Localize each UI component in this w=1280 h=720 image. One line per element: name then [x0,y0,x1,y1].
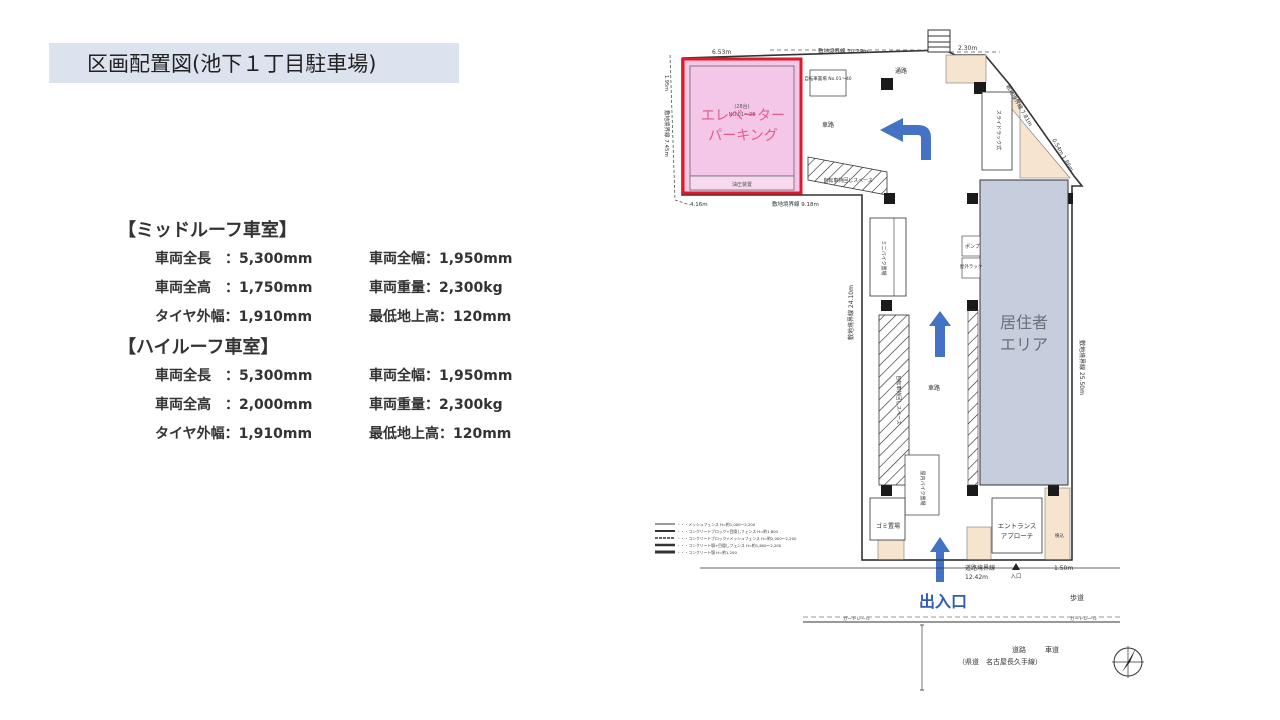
legend-item: ・・・コンクリートブロック+メッシュフェンス H=約2,000～2,200 [677,536,797,541]
indoor-rack-label: 屋外ラック [960,263,983,270]
road-boundary-label: 道路境界線 [965,564,995,572]
spec-value: 車両全高 ：2,000mm [155,397,313,413]
bicycle-space-top [807,156,888,196]
spec-value: 車両全長 ：5,300mm [155,251,313,267]
spec-value: 車両全高 ：1,750mm [155,280,313,296]
entrance-label: エントランス [998,522,1037,530]
garbage-label: ゴミ置場 [876,522,900,530]
spec-value: 車両重量：2,300kg [369,280,503,296]
spec-row: 車両全長 ：5,300mm 車両全幅：1,950mm [118,248,578,277]
spec-value: 車両全幅：1,950mm [369,251,513,267]
dim-918: 敷地境界線 9.18m [772,200,819,208]
resident-area-label: 居住者 [1000,313,1048,332]
spec-value: 最低地上高：120mm [369,426,512,442]
entrance-mark-label: 入口 [1010,573,1021,580]
spec-value: 車両全幅：1,950mm [369,368,513,384]
elevator-parking-label: エレベーター [701,108,785,124]
dim-2550: 敷地境界線 25.50m [1078,340,1086,395]
vehicle-specs: 【ミッドルーフ車室】 車両全長 ：5,300mm 車両全幅：1,950mm 車両… [118,218,578,452]
spec-value: タイヤ外幅：1,910mm [155,309,313,325]
entrance-exit-label: 出入口 [919,592,967,611]
spec-value: 最低地上高：120mm [369,309,512,325]
mid-roof-heading: 【ミッドルーフ車室】 [118,220,297,241]
site-plan: (28台) NO.01～28 油圧装置 エレベーター パーキング 自転車持回しス… [655,29,1144,691]
arrow-icon [929,311,951,582]
legend-item: ・・・メッシュフェンス H=約1,000～2,200 [677,522,756,527]
resident-area-label-2: エリア [1000,335,1048,354]
planting-bottom [966,526,992,561]
dim-230: 2.30m [958,45,977,52]
spec-row: 車両全高 ：2,000mm 車両重量：2,300kg [118,394,578,423]
guardrail-left-label: ガードレール [843,615,870,622]
high-roof-heading: 【ハイルーフ車室】 [118,337,279,358]
spec-row: タイヤ外幅：1,910mm 最低地上高：120mm [118,306,578,335]
planting-top [945,54,987,84]
sidewalk-label: 歩道 [1070,593,1084,602]
elevator-small-1: (28台) [734,103,749,110]
bike-space-label: 自転車持回しスペース [823,177,872,184]
pump-label: ポンプ [965,243,980,250]
legend: ・・・メッシュフェンス H=約1,000～2,200 ・・・コンクリートブロック… [655,522,797,555]
spec-row: 車両全長 ：5,300mm 車両全幅：1,950mm [118,365,578,394]
legend-item: ・・・コンクリートブロック+目隠しフェンス H=約1,800 [677,529,779,534]
prefectural-road-label: （県道 名古屋長久手線） [958,657,1042,666]
planting-bottom-right [1044,487,1071,561]
stairs-icon [927,29,951,53]
spec-value: 車両全長 ：5,300mm [155,368,313,384]
dim-150: 1.50m [1054,565,1073,572]
resident-area [979,179,1069,486]
elevator-small-2: NO.01～28 [729,112,756,118]
title-box: 区画配置図(池下１丁目駐車場) [49,43,459,83]
road-label: 道路 [1012,645,1026,654]
dim-2410: 敷地境界線 24.10m [847,285,855,340]
indoor-bike-label: 屋内バイク置場 [919,471,926,506]
dim-1029: 敷地境界線 10.29m [818,47,868,55]
roadway-bottom-label: 車道 [1045,645,1059,654]
motorbike-label: ミニバイク置場 [880,241,887,276]
bike-numbers-label: 自転車置場 No.01～40 [804,75,851,82]
north-arrow-icon [1112,646,1144,678]
spec-row: タイヤ外幅：1,910mm 最低地上高：120mm [118,423,578,452]
spec-value: 車両重量：2,300kg [369,397,503,413]
slide-rack-label: スライドラック式 [995,110,1002,150]
elevator-parking-area [681,57,803,195]
dim-653: 6.53m [712,49,731,56]
dim-195: 1.95m [663,75,669,91]
guardrail-right-label: ガードレール [1070,615,1097,622]
bike-space-label-2: 自転車持回しスペース [895,375,902,424]
dim-416: 4.16m [690,202,708,208]
spec-row: 車両全高 ：1,750mm 車両重量：2,300kg [118,277,578,306]
legend-item: ・・・コンクリート塀 H=約1,200 [677,550,737,555]
planting-label: 植込 [1055,532,1064,539]
turn-arrow-icon [880,118,931,160]
dim-1242: 12.42m [965,574,988,581]
elevator-bottom-label: 油圧装置 [732,181,752,188]
dim-745: 敷地境界線 7.45m [663,110,671,157]
approach-label: アプローチ [1001,532,1034,540]
planting-right [999,94,1071,179]
page-title: 区画配置図(池下１丁目駐車場) [87,52,377,76]
spec-value: タイヤ外幅：1,910mm [155,426,313,442]
pillars [881,78,1073,496]
passage-top-label: 通路 [895,67,907,75]
elevator-parking-label-2: パーキング [708,128,778,144]
legend-item: ・・・コンクリート塀+目隠しフェンス H=約1,800～2,200 [677,543,782,548]
roadway-top-label: 車路 [822,121,834,129]
roadway-mid-label: 車路 [928,384,940,392]
